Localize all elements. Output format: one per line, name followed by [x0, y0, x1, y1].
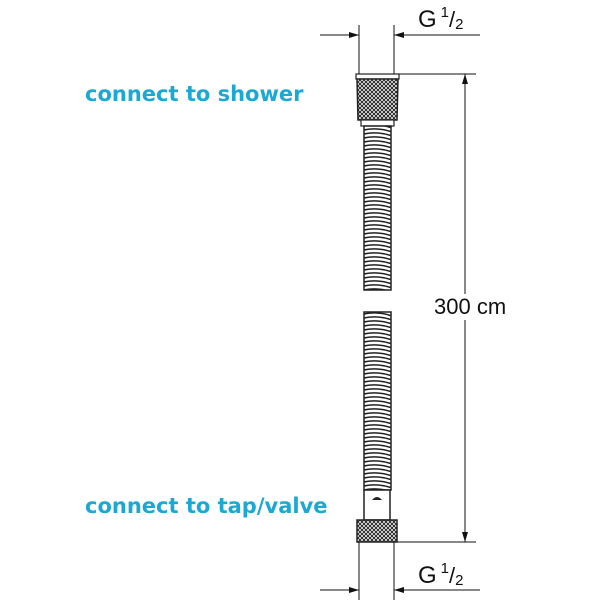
thread-denominator: 2: [455, 572, 464, 589]
thread-letter: G: [418, 562, 437, 589]
bottom-fitting: [356, 489, 398, 543]
dimension-lines: [320, 25, 480, 600]
top-nut: [355, 73, 400, 127]
hose-lower: [363, 311, 392, 491]
label-connect-to-tap: connect to tap/valve: [85, 494, 328, 518]
thread-numerator: 1: [440, 4, 450, 21]
thread-denominator: 2: [455, 16, 464, 33]
label-connect-to-shower: connect to shower: [85, 82, 304, 106]
thread-numerator: 1: [440, 560, 450, 577]
thread-slash: /: [449, 7, 456, 32]
length-dimension: 300 cm: [432, 294, 509, 320]
hose-upper: [363, 125, 392, 291]
thread-letter: G: [418, 6, 437, 33]
thread-slash: /: [449, 563, 456, 588]
